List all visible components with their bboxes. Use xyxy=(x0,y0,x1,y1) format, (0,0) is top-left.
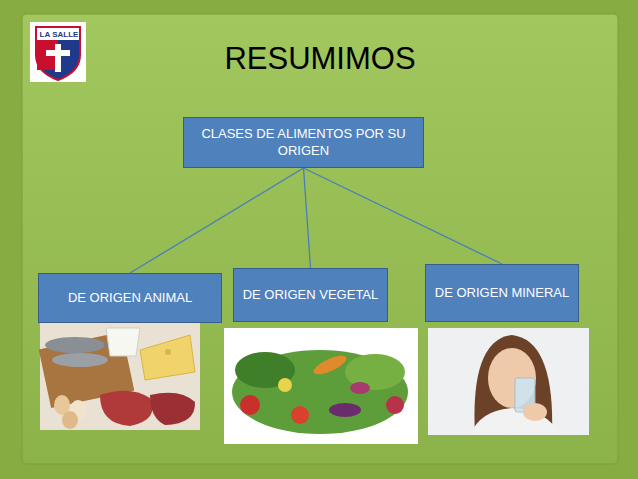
logo-cross xyxy=(46,50,70,56)
mineral-water-picture xyxy=(428,328,589,435)
photo-ground xyxy=(428,328,589,435)
connector-line xyxy=(304,168,503,264)
hand xyxy=(523,403,547,421)
node-label: DE ORIGEN VEGETAL xyxy=(243,287,379,304)
egg xyxy=(62,411,78,429)
tomato xyxy=(240,395,260,415)
school-logo xyxy=(30,22,86,82)
vegetable-food-picture xyxy=(224,328,418,444)
connector-line xyxy=(130,168,304,273)
fish xyxy=(45,337,105,353)
fish xyxy=(52,353,108,367)
pepper xyxy=(278,378,292,392)
cheese-hole xyxy=(165,349,171,355)
logo-label: LA SALLE xyxy=(36,31,82,39)
meat xyxy=(100,391,153,426)
node-label: CLASES DE ALIMENTOS POR SU ORIGEN xyxy=(192,126,415,160)
connector-line xyxy=(304,168,311,268)
animal-food-picture xyxy=(39,323,200,430)
logo-ground xyxy=(30,22,86,82)
radish xyxy=(386,396,404,414)
greens xyxy=(232,350,408,434)
meat xyxy=(150,393,195,425)
milk-jug xyxy=(106,328,140,356)
carrot xyxy=(311,352,349,378)
slide-panel xyxy=(22,14,618,464)
node-label: DE ORIGEN ANIMAL xyxy=(68,290,192,307)
tomato xyxy=(291,406,309,424)
class-box: DE ORIGEN ANIMAL xyxy=(38,273,222,323)
class-box: DE ORIGEN VEGETAL xyxy=(233,268,388,322)
logo-cross xyxy=(55,44,61,72)
slide-title: RESUMIMOS xyxy=(160,40,480,77)
node-label: DE ORIGEN MINERAL xyxy=(435,285,569,302)
eggplant xyxy=(329,403,361,417)
class-box: DE ORIGEN MINERAL xyxy=(425,264,579,322)
category-box: CLASES DE ALIMENTOS POR SU ORIGEN xyxy=(183,117,424,168)
cheese xyxy=(140,335,195,380)
beet xyxy=(350,382,370,394)
photo-ground xyxy=(224,328,418,444)
